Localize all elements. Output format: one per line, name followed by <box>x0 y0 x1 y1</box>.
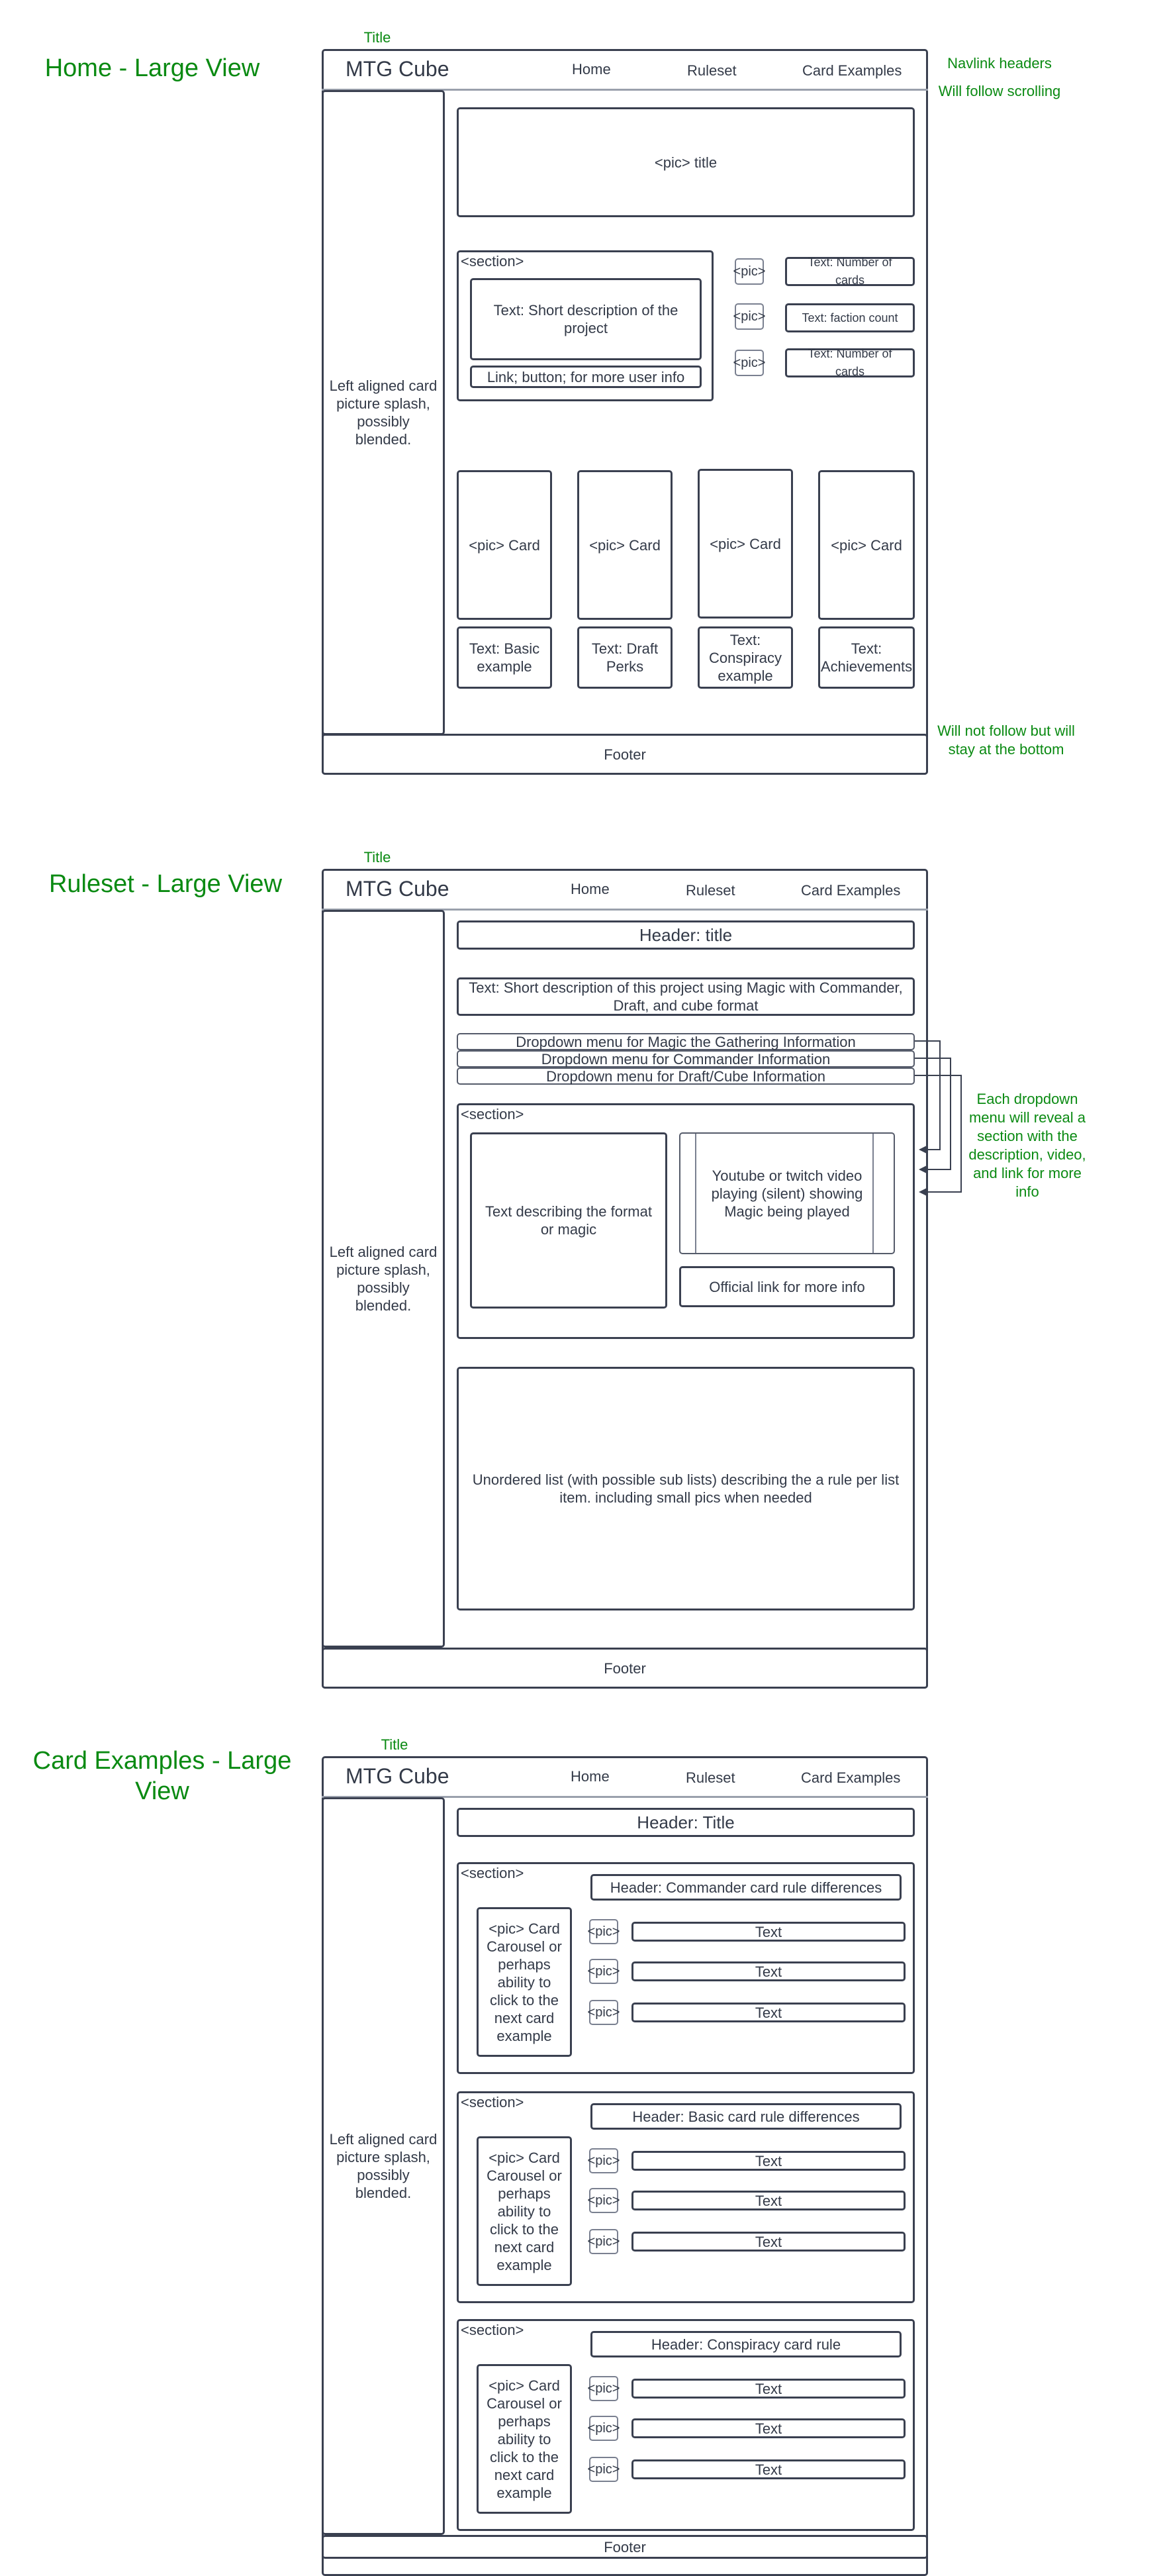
cards-row-pic-icon: <pic> <box>588 1919 620 1944</box>
cards-section-label: <section> <box>461 1865 524 1881</box>
home-card-draft-perks: Text: Draft Perks <box>577 626 673 689</box>
cards-footer: Footer <box>322 2535 928 2559</box>
ruleset-dropdown-draft-cube[interactable]: Dropdown menu for Draft/Cube Information <box>457 1067 915 1085</box>
ruleset-video-right-bar <box>872 1134 874 1253</box>
home-note-navlink-headers: Navlink headers <box>947 55 1052 72</box>
cards-view-title: Card Examples - Large View <box>32 1747 292 1805</box>
ruleset-brand[interactable]: MTG Cube <box>346 877 449 901</box>
ruleset-dropdown-mtg[interactable]: Dropdown menu for Magic the Gathering In… <box>457 1033 915 1050</box>
home-card-pic[interactable]: <pic> Card <box>577 470 673 620</box>
home-section-link-button[interactable]: Link; button; for more user info <box>470 366 702 388</box>
cards-carousel[interactable]: <pic> Card Carousel or perhaps ability t… <box>477 1907 572 2057</box>
home-navbar-divider <box>322 89 928 91</box>
ruleset-dropdown-commander[interactable]: Dropdown menu for Commander Information <box>457 1050 915 1067</box>
cards-section-header-commander: Header: Commander card rule differences <box>590 1874 902 1901</box>
cards-brand[interactable]: MTG Cube <box>346 1764 449 1788</box>
cards-row-text: Text <box>631 1922 906 1942</box>
ruleset-video-left-bar <box>695 1134 696 1253</box>
home-hero: <pic> title <box>457 107 915 217</box>
home-section <box>457 250 714 401</box>
cards-row-pic-icon: <pic> <box>588 1959 620 1984</box>
home-note-footer: Will not follow but will stay at the bot… <box>937 722 1075 758</box>
ruleset-format-text: Text describing the format or magic <box>470 1132 667 1309</box>
cards-section-commander <box>457 1862 915 2074</box>
cards-row-text: Text <box>631 2151 906 2171</box>
ruleset-dropdown-note: Each dropdown menu will reveal a section… <box>968 1091 1086 1200</box>
home-section-description: Text: Short description of the project <box>470 278 702 360</box>
ruleset-nav-ruleset[interactable]: Ruleset <box>686 882 735 899</box>
cards-row-pic-icon: <pic> <box>588 2000 620 2025</box>
cards-row-text: Text <box>631 2191 906 2210</box>
home-stat-pic-icon: <pic> <box>733 350 765 376</box>
cards-row-text: Text <box>631 2418 906 2438</box>
home-stat-number-of-cards: Text: Number of cards <box>785 347 915 378</box>
cards-carousel[interactable]: <pic> Card Carousel or perhaps ability t… <box>477 2364 572 2514</box>
cards-row-text: Text <box>631 1961 906 1981</box>
home-nav-home[interactable]: Home <box>572 61 611 77</box>
ruleset-section-label: <section> <box>461 1106 524 1122</box>
home-nav-ruleset[interactable]: Ruleset <box>687 62 737 79</box>
cards-section-label: <section> <box>461 2322 524 2338</box>
cards-row-text: Text <box>631 2003 906 2022</box>
ruleset-sidebar: Left aligned card picture splash, possib… <box>322 910 445 1648</box>
cards-carousel[interactable]: <pic> Card Carousel or perhaps ability t… <box>477 2136 572 2286</box>
home-stat-number-of-cards: Text: Number of cards <box>785 256 915 287</box>
home-card-achievements: Text: Achievements <box>818 626 915 689</box>
home-sidebar: Left aligned card picture splash, possib… <box>322 90 445 735</box>
ruleset-description: Text: Short description of this project … <box>457 977 915 1016</box>
ruleset-footer: Footer <box>322 1648 928 1689</box>
cards-row-pic-icon: <pic> <box>588 2188 620 2213</box>
home-title-label: Title <box>363 29 391 46</box>
cards-section-header-conspiracy: Header: Conspiracy card rule <box>590 2331 902 2357</box>
ruleset-nav-home[interactable]: Home <box>571 881 610 897</box>
home-section-label: <section> <box>461 253 524 270</box>
ruleset-rules-list: Unordered list (with possible sub lists)… <box>457 1367 915 1610</box>
ruleset-nav-card-examples[interactable]: Card Examples <box>801 882 901 899</box>
cards-header: Header: Title <box>457 1808 915 1837</box>
home-card-pic[interactable]: <pic> Card <box>698 469 793 619</box>
home-footer: Footer <box>322 734 928 775</box>
cards-row-text: Text <box>631 2459 906 2479</box>
cards-row-text: Text <box>631 2379 906 2399</box>
cards-row-pic-icon: <pic> <box>588 2148 620 2173</box>
ruleset-view-title: Ruleset - Large View <box>48 870 283 898</box>
cards-row-pic-icon: <pic> <box>588 2457 620 2482</box>
cards-section-label: <section> <box>461 2094 524 2110</box>
cards-row-pic-icon: <pic> <box>588 2229 620 2254</box>
cards-nav-ruleset[interactable]: Ruleset <box>686 1769 735 1786</box>
home-view-title: Home - Large View <box>44 54 260 82</box>
home-card-pic[interactable]: <pic> Card <box>457 470 552 620</box>
cards-title-label: Title <box>381 1736 408 1753</box>
cards-nav-card-examples[interactable]: Card Examples <box>801 1769 901 1786</box>
ruleset-official-link[interactable]: Official link for more info <box>679 1266 895 1307</box>
home-stat-pic-icon: <pic> <box>733 258 765 285</box>
home-brand[interactable]: MTG Cube <box>346 57 449 81</box>
cards-sidebar: Left aligned card picture splash, possib… <box>322 1797 445 2535</box>
cards-row-pic-icon: <pic> <box>588 2416 620 2441</box>
cards-section-header-basic: Header: Basic card rule differences <box>590 2103 902 2130</box>
home-nav-card-examples[interactable]: Card Examples <box>802 62 902 79</box>
cards-row-pic-icon: <pic> <box>588 2376 620 2401</box>
ruleset-header: Header: title <box>457 920 915 950</box>
cards-section-conspiracy <box>457 2319 915 2531</box>
cards-row-text: Text <box>631 2232 906 2252</box>
ruleset-video-player[interactable]: Youtube or twitch video playing (silent)… <box>679 1132 895 1254</box>
home-card-basic-example: Text: Basic example <box>457 626 552 689</box>
home-card-pic[interactable]: <pic> Card <box>818 470 915 620</box>
cards-section-basic <box>457 2091 915 2303</box>
home-stat-faction-count: Text: faction count <box>785 303 915 332</box>
home-note-follow-scrolling: Will follow scrolling <box>938 83 1061 99</box>
cards-navbar-divider <box>322 1796 928 1798</box>
ruleset-title-label: Title <box>363 849 391 866</box>
ruleset-navbar-divider <box>322 909 928 911</box>
home-stat-pic-icon: <pic> <box>733 303 765 330</box>
home-card-conspiracy-example: Text: Conspiracy example <box>698 626 793 689</box>
ruleset-section <box>457 1103 915 1339</box>
cards-nav-home[interactable]: Home <box>571 1768 610 1785</box>
